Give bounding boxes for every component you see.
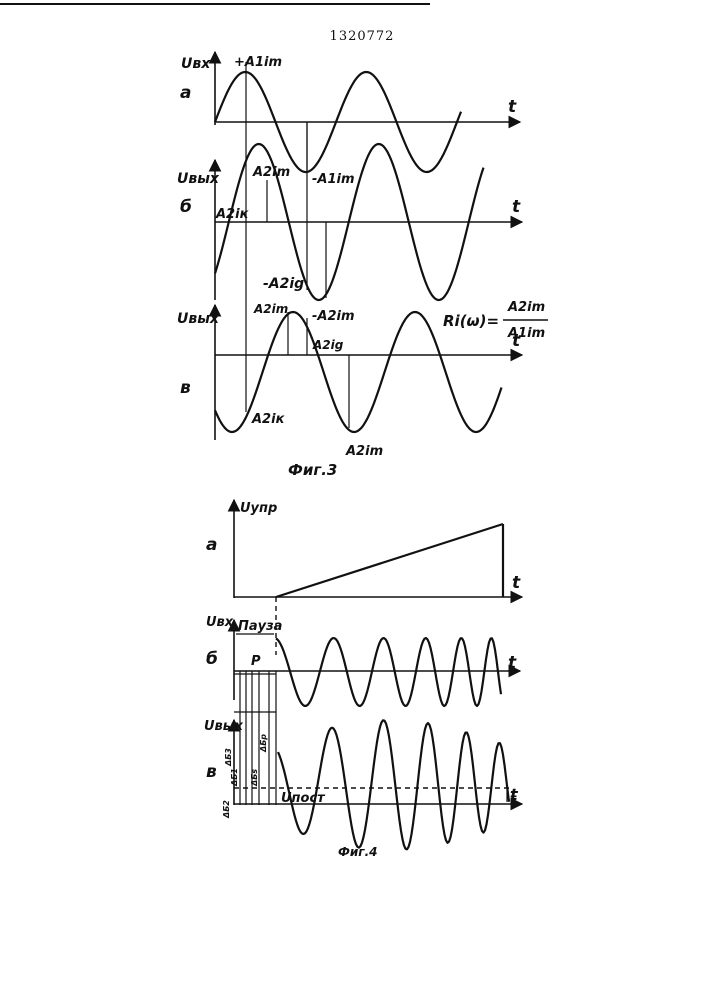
fig4-a-ramp (276, 524, 503, 597)
fig3-v-k-label: A2iк (251, 412, 286, 427)
fig3-b-start-label: A2iк (215, 207, 250, 222)
fig4-b-t-label: t (508, 653, 517, 673)
fig4-bar-label-b2: ΔБ2 (222, 800, 231, 819)
fig3-v-g-label: A2ig (312, 338, 344, 352)
fig3-b-neg-g-label: -A2ig (263, 276, 304, 292)
fig3-b-trough-label: -A2im (312, 309, 355, 324)
fig3-b-t-label: t (512, 197, 521, 217)
fig4-v-output-wave (278, 720, 509, 849)
figure-3: Uвх а +A1im -A1im t Uвых б A2im A2iк -A2… (177, 52, 548, 479)
fig4-const-label: Uпост (281, 791, 326, 806)
fig4-v-t-label: t (510, 785, 519, 804)
fig3-a-t-label: t (508, 97, 517, 117)
fig4-a-axis-label: Uупр (240, 501, 277, 516)
formula-lhs: Ri(ω)= (443, 312, 499, 330)
fig4-a-t-label: t (512, 573, 521, 593)
fig3-v-axis-label: Uвых (177, 311, 220, 327)
fig3-b-letter: б (180, 197, 192, 217)
fig4-bar-label-b1: ΔБ1 (230, 768, 239, 787)
fig4-b-letter: б (206, 649, 218, 669)
fig4-v-letter: в (206, 762, 217, 782)
fig3-a-peak-label: +A1im (234, 55, 282, 70)
fig4-bar-label-bp: ΔБp (259, 734, 268, 753)
fig4-a-letter: а (206, 535, 217, 555)
fig4-bar-label-bs: ΔБs (250, 769, 259, 787)
fig3-b-axis-label: Uвых (177, 171, 220, 187)
fig4-b-input-wave (276, 638, 501, 706)
fig3-b-peak-label: A2im (252, 165, 290, 180)
fig4-caption: Фиг.4 (338, 845, 378, 859)
formula-denominator: A1im (507, 326, 545, 341)
fig3-a-axis-label: Uвх (181, 56, 211, 72)
patent-number: 1320772 (330, 29, 395, 44)
fig3-a-letter: а (180, 83, 191, 103)
fig4-p-label: P (251, 654, 261, 669)
fig3-v-trough-label: A2im (345, 444, 383, 459)
fig3-v-letter: в (180, 378, 191, 398)
fig3-caption: Фиг.3 (288, 461, 337, 479)
fig3-v-peak-label: A2im (253, 302, 288, 316)
fig4-v-axis-label: Uвых (204, 719, 244, 734)
fig4-b-axis-label: Uвх (206, 615, 234, 630)
fig4-bar-label-b3: ΔБ3 (224, 748, 233, 767)
fig4-pause-label: Пауза (238, 619, 282, 634)
figure-4: Uупр а t Uвх Пауза P б t Uвых в Uпост t … (204, 500, 522, 859)
formula-numerator: A2im (507, 300, 545, 315)
fig3-a-trough-label: -A1im (312, 172, 355, 187)
